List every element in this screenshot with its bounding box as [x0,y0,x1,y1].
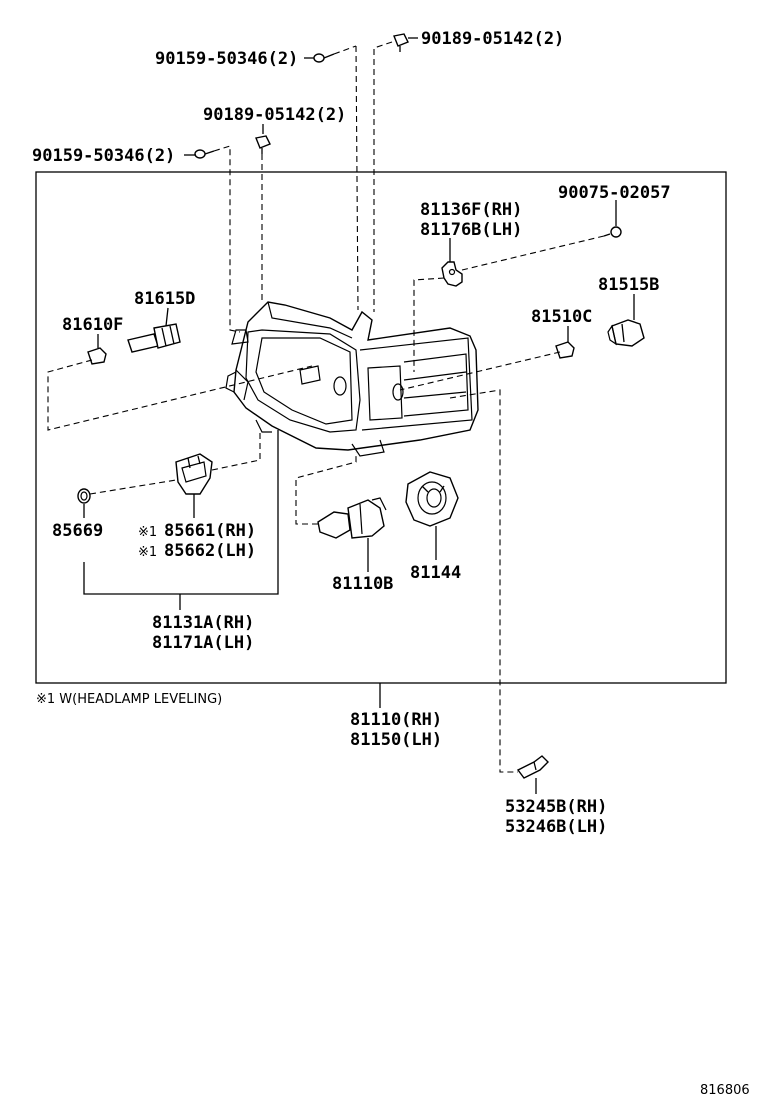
label-screw-right: 90075-02057 [558,183,671,203]
label-screw-left: 90159-50346(2) [32,146,175,166]
screw-top-right-part [393,33,409,52]
label-bulb-pos: 81610F [62,315,123,335]
position-socket-part [127,323,181,353]
diagram-code: 816806 [700,1083,750,1098]
label-unit-lh: 81171A(LH) [152,633,254,653]
screw-left-part [194,149,215,159]
label-leveler-mark-1: ※1 [138,525,157,540]
screw-top-left-part [313,53,335,63]
headlamp-housing-drawing [225,301,479,457]
screw-mid-part [255,135,271,154]
label-clip-lh: 53246B(LH) [505,817,607,837]
position-bulb-part [87,347,107,365]
screw-right-part [603,226,622,238]
leveler-part [175,453,213,495]
clip-part [516,755,549,779]
label-cover: 81144 [410,563,461,583]
label-leveler-rh: 85661(RH) [164,521,256,541]
label-screw-top-right: 90189-05142(2) [421,29,564,49]
bracket-part [441,261,463,287]
label-clip-rh: 53245B(RH) [505,797,607,817]
label-screw-mid: 90189-05142(2) [203,105,346,125]
label-leveler-mark-2: ※1 [138,545,157,560]
label-main-bulb: 81110B [332,574,393,594]
main-bulb-part [317,497,387,539]
assembly-frame [35,171,727,684]
label-assy-rh: 81110(RH) [350,710,442,730]
cover-part [405,471,459,527]
label-assy-lh: 81150(LH) [350,730,442,750]
label-socket-side: 81515B [598,275,659,295]
label-bulb-side: 81510C [531,307,592,327]
part-labels: 90159-50346(2) 90189-05142(2) 90189-0514… [32,29,750,1098]
label-unit-rh: 81131A(RH) [152,613,254,633]
label-oring: 85669 [52,521,103,541]
oring-part [77,488,91,504]
footnote-headlamp-leveling: ※1 W(HEADLAMP LEVELING) [36,692,222,707]
leader-lines [83,37,635,794]
dashed-lines [47,41,605,773]
label-screw-top-left: 90159-50346(2) [155,49,298,69]
side-socket-part [607,319,645,347]
label-bracket-rh: 81136F(RH) [420,200,522,220]
label-bracket-lh: 81176B(LH) [420,220,522,240]
side-bulb-part [555,341,575,359]
label-leveler-lh: 85662(LH) [164,541,256,561]
label-socket-pos: 81615D [134,289,195,309]
